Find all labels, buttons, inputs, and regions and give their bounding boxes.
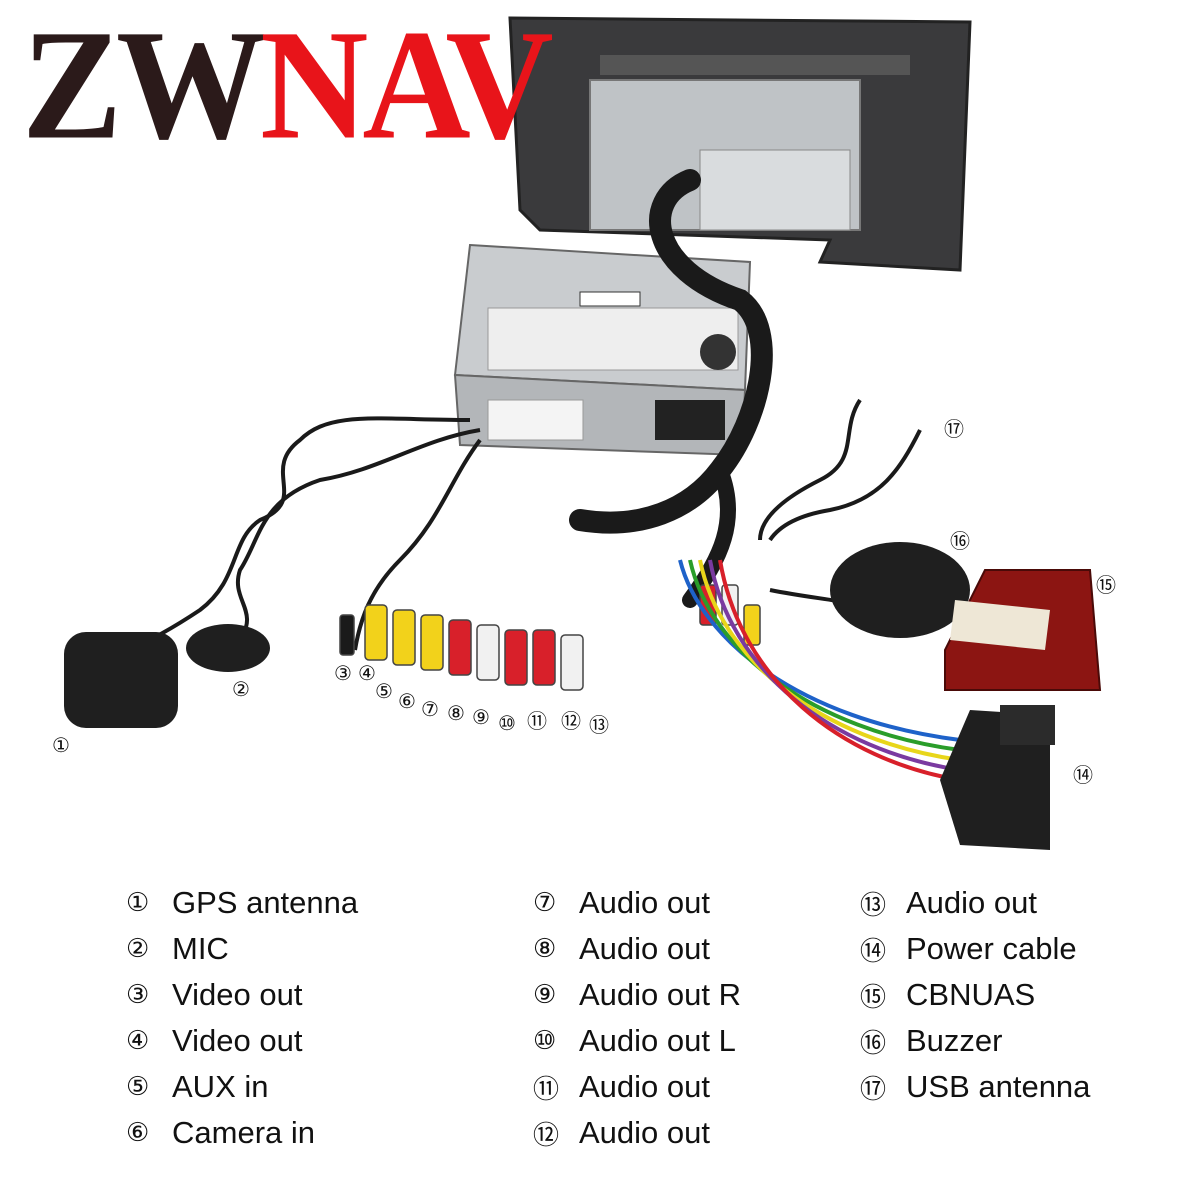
legend-number: ⑪ [533,1074,560,1105]
legend-label: Audio out [906,885,1037,920]
callout-11: ⑪ [527,709,547,733]
callout-5: ⑤ [375,679,393,703]
callout-12: ⑫ [561,709,581,733]
legend-label: Buzzer [906,1023,1003,1058]
callout-9: ⑨ [472,705,490,729]
wiring-diagram: ① ② ③ ④ ⑤ ⑥ ⑦ ⑧ ⑨ ⑩ ⑪ ⑫ ⑬ ⑭ ⑮ ⑯ ⑰ [52,16,1116,850]
head-unit-chassis [453,243,752,457]
legend-item: ⑯ Buzzer [860,1018,1090,1064]
legend-column-2: ⑦ Audio out ⑧ Audio out ⑨ Audio out R ⑩ Audi… [533,880,741,1156]
legend-label: AUX in [172,1069,269,1104]
legend-number: ⑩ [533,1026,557,1056]
legend-label: Power cable [906,931,1077,966]
callout-15: ⑮ [1096,573,1116,597]
callout-17: ⑰ [944,417,964,441]
radio-frame [508,16,972,272]
legend-label: CBNUAS [906,977,1036,1012]
power-wires [678,559,961,782]
legend-label: Audio out [579,1069,710,1104]
legend-item: ⑰ USB antenna [860,1064,1090,1110]
legend-item: ⑬ Audio out [860,880,1090,926]
legend-number: ⑨ [533,980,557,1010]
logo-part-nav: NAV [260,0,554,173]
canbus-box [944,569,1102,691]
legend-number: ⑤ [126,1072,150,1102]
legend-label: MIC [172,931,229,966]
legend-item: ② MIC [126,926,358,972]
legend-item: ⑭ Power cable [860,926,1090,972]
legend-number: ② [126,934,150,964]
legend-number: ⑯ [860,1028,887,1059]
legend-number: ④ [126,1026,150,1056]
callout-16: ⑯ [950,529,970,553]
callout-10: ⑩ [498,711,516,735]
legend-item: ⑮ CBNUAS [860,972,1090,1018]
callout-6: ⑥ [398,689,416,713]
legend-number: ⑮ [860,982,887,1013]
callout-4: ④ [358,661,376,685]
legend-item: ⑨ Audio out R [533,972,741,1018]
legend-number: ⑦ [533,888,557,918]
legend-label: Audio out [579,931,710,966]
buzzer [830,542,970,638]
logo-part-zw: ZW [22,0,266,173]
cables [129,398,922,652]
legend-label: Audio out [579,885,710,920]
legend-number: ① [126,888,150,918]
legend-label: Video out [172,977,303,1012]
legend-number: ⑥ [126,1118,150,1148]
legend-label: Camera in [172,1115,315,1150]
callout-labels: ① ② ③ ④ ⑤ ⑥ ⑦ ⑧ ⑨ ⑩ ⑪ ⑫ ⑬ ⑭ ⑮ ⑯ ⑰ [52,417,1116,787]
power-connector [940,705,1055,850]
legend-item: ⑫ Audio out [533,1110,741,1156]
legend-item: ⑩ Audio out L [533,1018,741,1064]
legend-item: ⑥ Camera in [126,1110,358,1156]
legend-item: ⑪ Audio out [533,1064,741,1110]
callout-8: ⑧ [447,701,465,725]
legend-number: ⑫ [533,1120,560,1151]
legend-item: ① GPS antenna [126,880,358,926]
legend-number: ⑰ [860,1074,887,1105]
gps-antenna [64,632,178,728]
legend-number: ⑬ [860,890,887,921]
legend-item: ④ Video out [126,1018,358,1064]
callout-1: ① [52,733,70,757]
legend-label: Audio out L [579,1023,736,1058]
mic [186,624,270,672]
legend-item: ⑧ Audio out [533,926,741,972]
callout-13: ⑬ [589,713,609,737]
legend-item: ⑦ Audio out [533,880,741,926]
legend-item: ③ Video out [126,972,358,1018]
legend-number: ③ [126,980,150,1010]
legend-number: ⑧ [533,934,557,964]
legend-label: Audio out R [579,977,741,1012]
callout-2: ② [232,677,250,701]
legend-number: ⑭ [860,936,887,967]
legend-label: GPS antenna [172,885,359,920]
legend-label: Video out [172,1023,303,1058]
brand-logo: ZWNAV [22,6,554,164]
legend-label: USB antenna [906,1069,1091,1104]
callout-14: ⑭ [1073,763,1093,787]
callout-7: ⑦ [421,697,439,721]
legend-label: Audio out [579,1115,710,1150]
legend-item: ⑤ AUX in [126,1064,358,1110]
callout-3: ③ [334,661,352,685]
